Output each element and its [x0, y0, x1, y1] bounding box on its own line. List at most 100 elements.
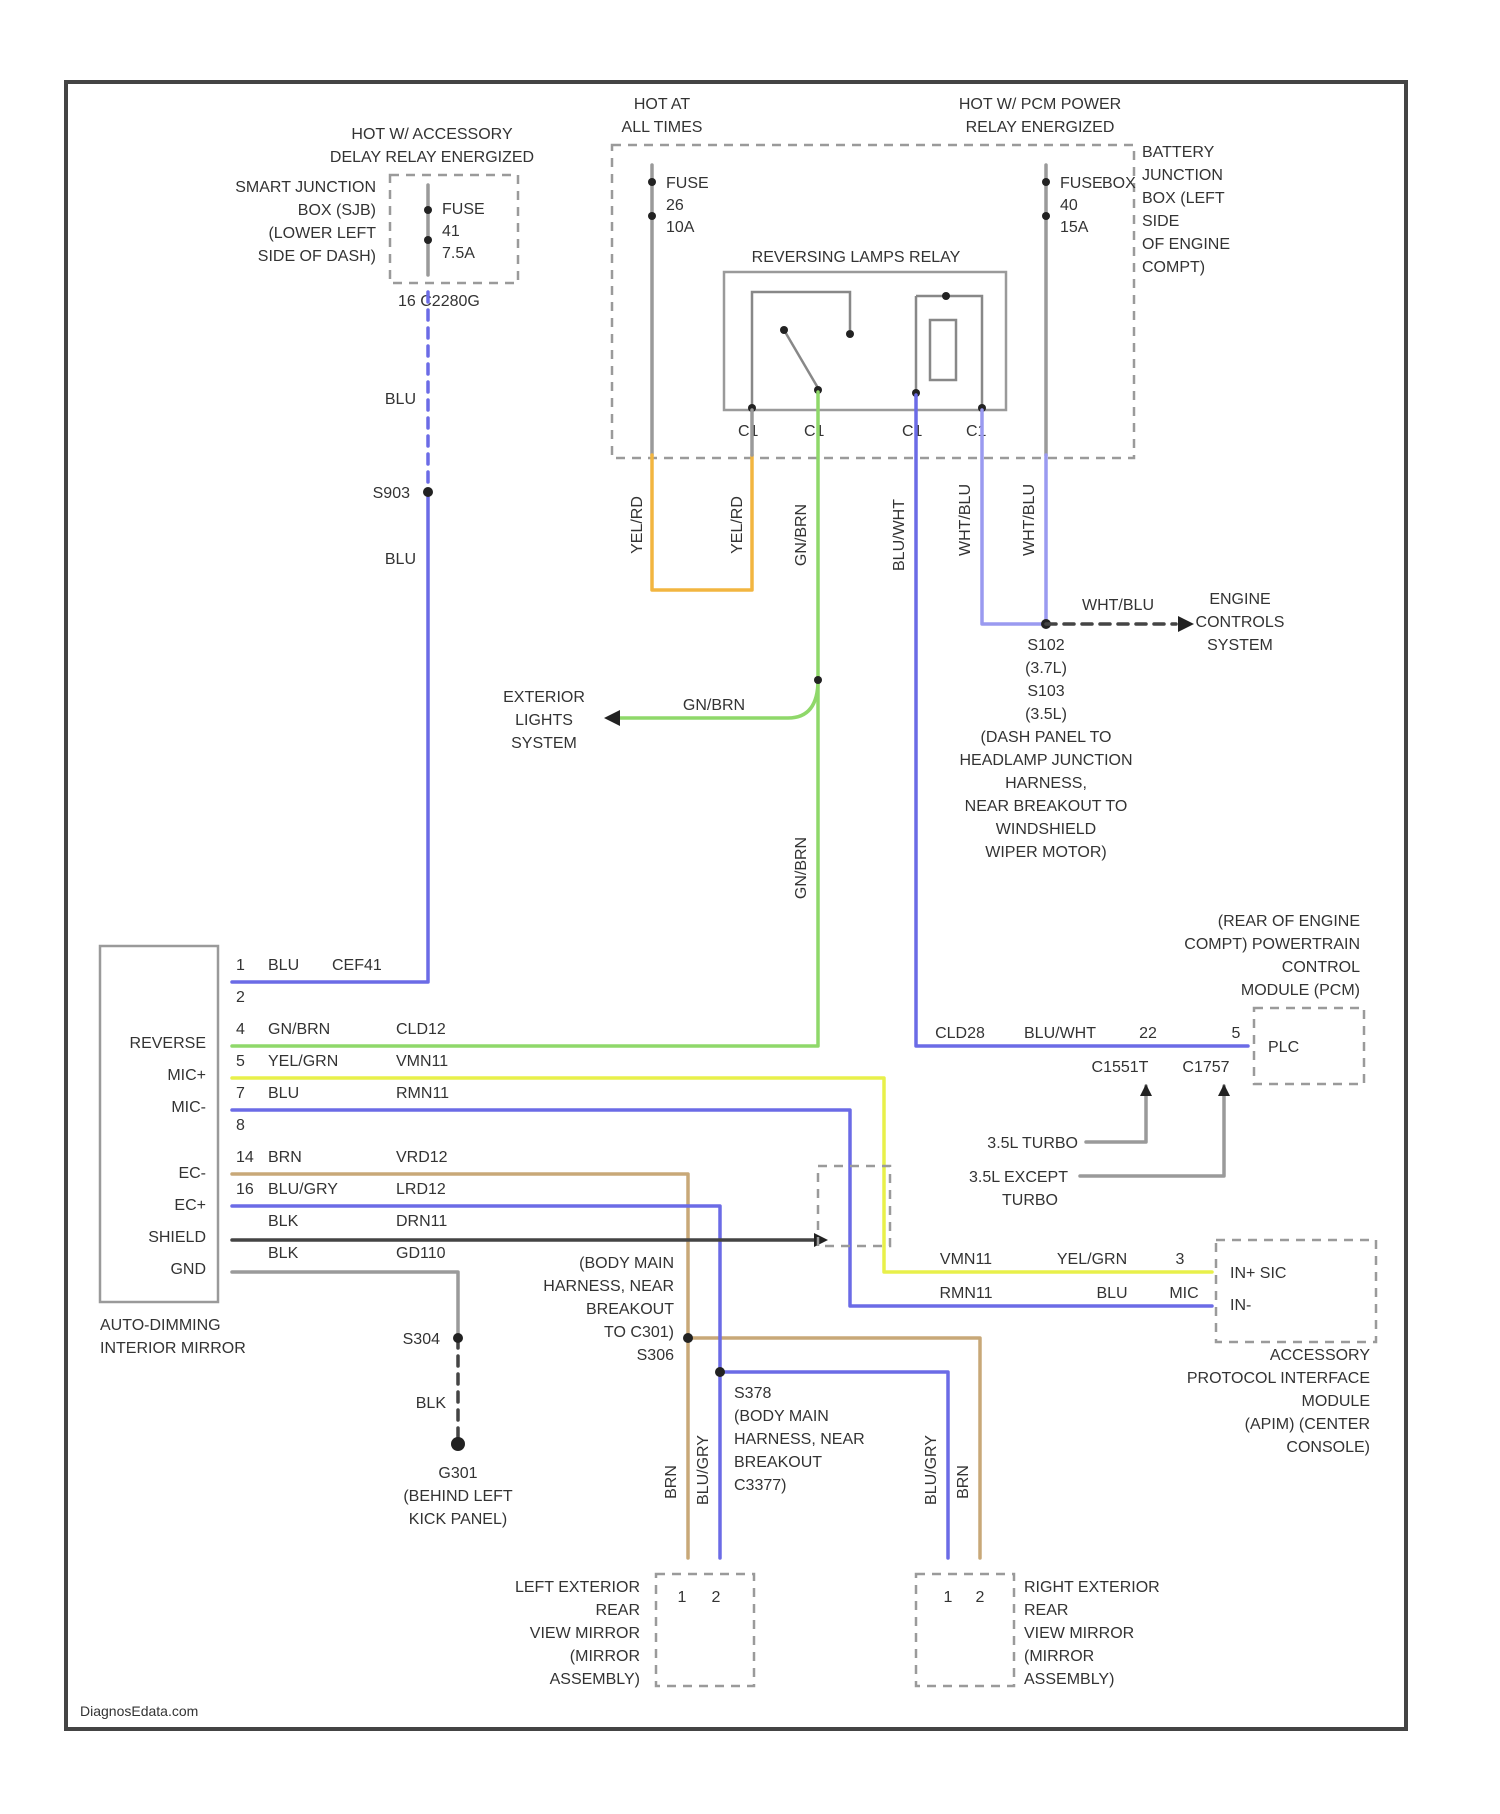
mirror-shield-label: SHIELD	[148, 1229, 206, 1246]
apim-pin-in-plus: IN+ SIC	[1230, 1265, 1286, 1282]
splice-s378-label-4: BREAKOUT	[734, 1454, 822, 1471]
pcm-label-2: COMPT) POWERTRAIN	[1184, 936, 1360, 953]
fuse-40-top	[1042, 178, 1050, 186]
hot-accessory-label: HOT W/ ACCESSORY	[351, 126, 513, 143]
splice-s378	[715, 1367, 725, 1377]
fuse-40-label: FUSE	[1060, 175, 1103, 192]
relay-coil-top	[942, 292, 950, 300]
wire-blk-ground	[232, 1272, 458, 1338]
mirror-ec-minus-label: EC-	[178, 1165, 206, 1182]
hot-accessory-label-2: DELAY RELAY ENERGIZED	[330, 149, 534, 166]
mirror-pin-16: 16	[236, 1181, 254, 1198]
mirror-name-label-2: INTERIOR MIRROR	[100, 1340, 246, 1357]
left-mirror-label-2: REAR	[596, 1602, 640, 1619]
turbo-label: 3.5L TURBO	[987, 1135, 1078, 1152]
splice-s102-label-5: (DASH PANEL TO	[981, 729, 1112, 746]
left-mirror-brn-label: BRN	[663, 1465, 680, 1499]
relay-pin-3: C1	[902, 423, 923, 440]
splice-s102-label-3: S103	[1027, 683, 1064, 700]
right-mirror-label: RIGHT EXTERIOR	[1024, 1579, 1160, 1596]
pcm-wire-id: CLD28	[935, 1025, 985, 1042]
relay-pin-1: C1	[738, 423, 759, 440]
non-turbo-arrow	[1218, 1084, 1230, 1096]
mirror-pin-1-color: BLU	[268, 957, 299, 974]
mirror-gnd-color: BLK	[268, 1245, 299, 1262]
wire-gn-brn-label-1: GN/BRN	[793, 504, 810, 566]
right-mirror-brn-label: BRN	[955, 1465, 972, 1499]
right-mirror-blu-label: BLU/GRY	[923, 1435, 940, 1505]
mirror-pin-5: 5	[236, 1053, 245, 1070]
wire-blu-label-2: BLU	[385, 551, 416, 568]
ground-g301-label-2: (BEHIND LEFT	[403, 1488, 513, 1505]
ground-g301-label: G301	[438, 1465, 477, 1482]
mirror-gnd-label: GND	[170, 1261, 206, 1278]
wire-wht-blu-label-h: WHT/BLU	[1082, 597, 1154, 614]
mirror-gnd-id: GD110	[396, 1245, 446, 1262]
ground-wire-label: BLK	[416, 1395, 447, 1412]
pcm-connector-1: C1551T	[1092, 1059, 1149, 1076]
splice-s102-label: S102	[1027, 637, 1064, 654]
splice-s378-label-2: (BODY MAIN	[734, 1408, 829, 1425]
mirror-mic-plus-label: MIC+	[167, 1067, 206, 1084]
apim-wire-1-id: VMN11	[940, 1251, 992, 1268]
pcm-pin-name: PLC	[1268, 1039, 1299, 1056]
mirror-pin-5-id: VMN11	[396, 1053, 448, 1070]
splice-s102-label-8: NEAR BREAKOUT TO	[965, 798, 1128, 815]
splice-s304-label: S304	[403, 1331, 440, 1348]
left-mirror-blu-label: BLU/GRY	[695, 1435, 712, 1505]
engine-controls-label-2: CONTROLS	[1196, 614, 1285, 631]
left-mirror-label-3: VIEW MIRROR	[530, 1625, 640, 1642]
fuse-41-top	[424, 206, 432, 214]
splice-s102-label-4: (3.5L)	[1025, 706, 1067, 723]
relay-switch-frame	[752, 292, 850, 405]
splice-s306-label-3: BREAKOUT	[586, 1301, 674, 1318]
left-mirror-pin-1: 1	[678, 1589, 687, 1606]
splice-s903-label: S903	[373, 485, 410, 502]
right-mirror-label-2: REAR	[1024, 1602, 1068, 1619]
pcm-wire-pin: 22	[1139, 1025, 1157, 1042]
right-mirror-pin-2: 2	[976, 1589, 985, 1606]
exterior-lights-label-3: SYSTEM	[511, 735, 577, 752]
mirror-pin-16-color: BLU/GRY	[268, 1181, 338, 1198]
auto-dimming-mirror-box	[100, 946, 218, 1302]
bjb-label-3: BOX (LEFT	[1142, 190, 1225, 207]
engine-controls-label: ENGINE	[1209, 591, 1270, 608]
non-turbo-label: 3.5L EXCEPT	[969, 1169, 1068, 1186]
wire-wht-blu-label-2: WHT/BLU	[1021, 484, 1038, 556]
wire-gn-brn-label-h: GN/BRN	[683, 697, 745, 714]
splice-s102-label-7: HARNESS,	[1005, 775, 1087, 792]
sjb-label-2: BOX (SJB)	[298, 202, 376, 219]
hot-pcm-label: HOT W/ PCM POWER	[959, 96, 1121, 113]
mirror-pin-16-id: LRD12	[396, 1181, 446, 1198]
left-exterior-mirror-box	[656, 1574, 754, 1686]
mirror-pin-14: 14	[236, 1149, 254, 1166]
splice-s102-label-10: WIPER MOTOR)	[985, 844, 1106, 861]
bjb-label-4: SIDE	[1142, 213, 1179, 230]
right-exterior-mirror-box	[916, 1574, 1014, 1686]
pcm-connector-2: C1757	[1182, 1059, 1229, 1076]
ground-g301-label-3: KICK PANEL)	[409, 1511, 507, 1528]
mirror-shield-id: DRN11	[396, 1213, 447, 1230]
arrow-exterior-lights	[604, 710, 620, 726]
pcm-pin-number: 5	[1232, 1025, 1241, 1042]
splice-s378-label: S378	[734, 1385, 771, 1402]
sjb-label-3: (LOWER LEFT	[268, 225, 376, 242]
mirror-pin-7-color: BLU	[268, 1085, 299, 1102]
fuse-41-label: FUSE	[442, 201, 485, 218]
fuse-26-number: 26	[666, 197, 684, 214]
apim-wire-1-pin: 3	[1176, 1251, 1185, 1268]
right-mirror-label-4: (MIRROR	[1024, 1648, 1094, 1665]
non-turbo-leader	[1080, 1086, 1224, 1176]
watermark: DiagnosEdata.com	[80, 1703, 198, 1719]
fuse-41-number: 41	[442, 223, 460, 240]
pcm-label-3: CONTROL	[1282, 959, 1360, 976]
exterior-lights-label-2: LIGHTS	[515, 712, 573, 729]
splice-s306	[683, 1333, 693, 1343]
mirror-pin-7: 7	[236, 1085, 245, 1102]
mirror-pin-4: 4	[236, 1021, 245, 1038]
splice-green	[814, 676, 822, 684]
relay-coil	[930, 320, 956, 380]
left-mirror-label-5: ASSEMBLY)	[550, 1671, 640, 1688]
fuse-26-label: FUSE	[666, 175, 709, 192]
